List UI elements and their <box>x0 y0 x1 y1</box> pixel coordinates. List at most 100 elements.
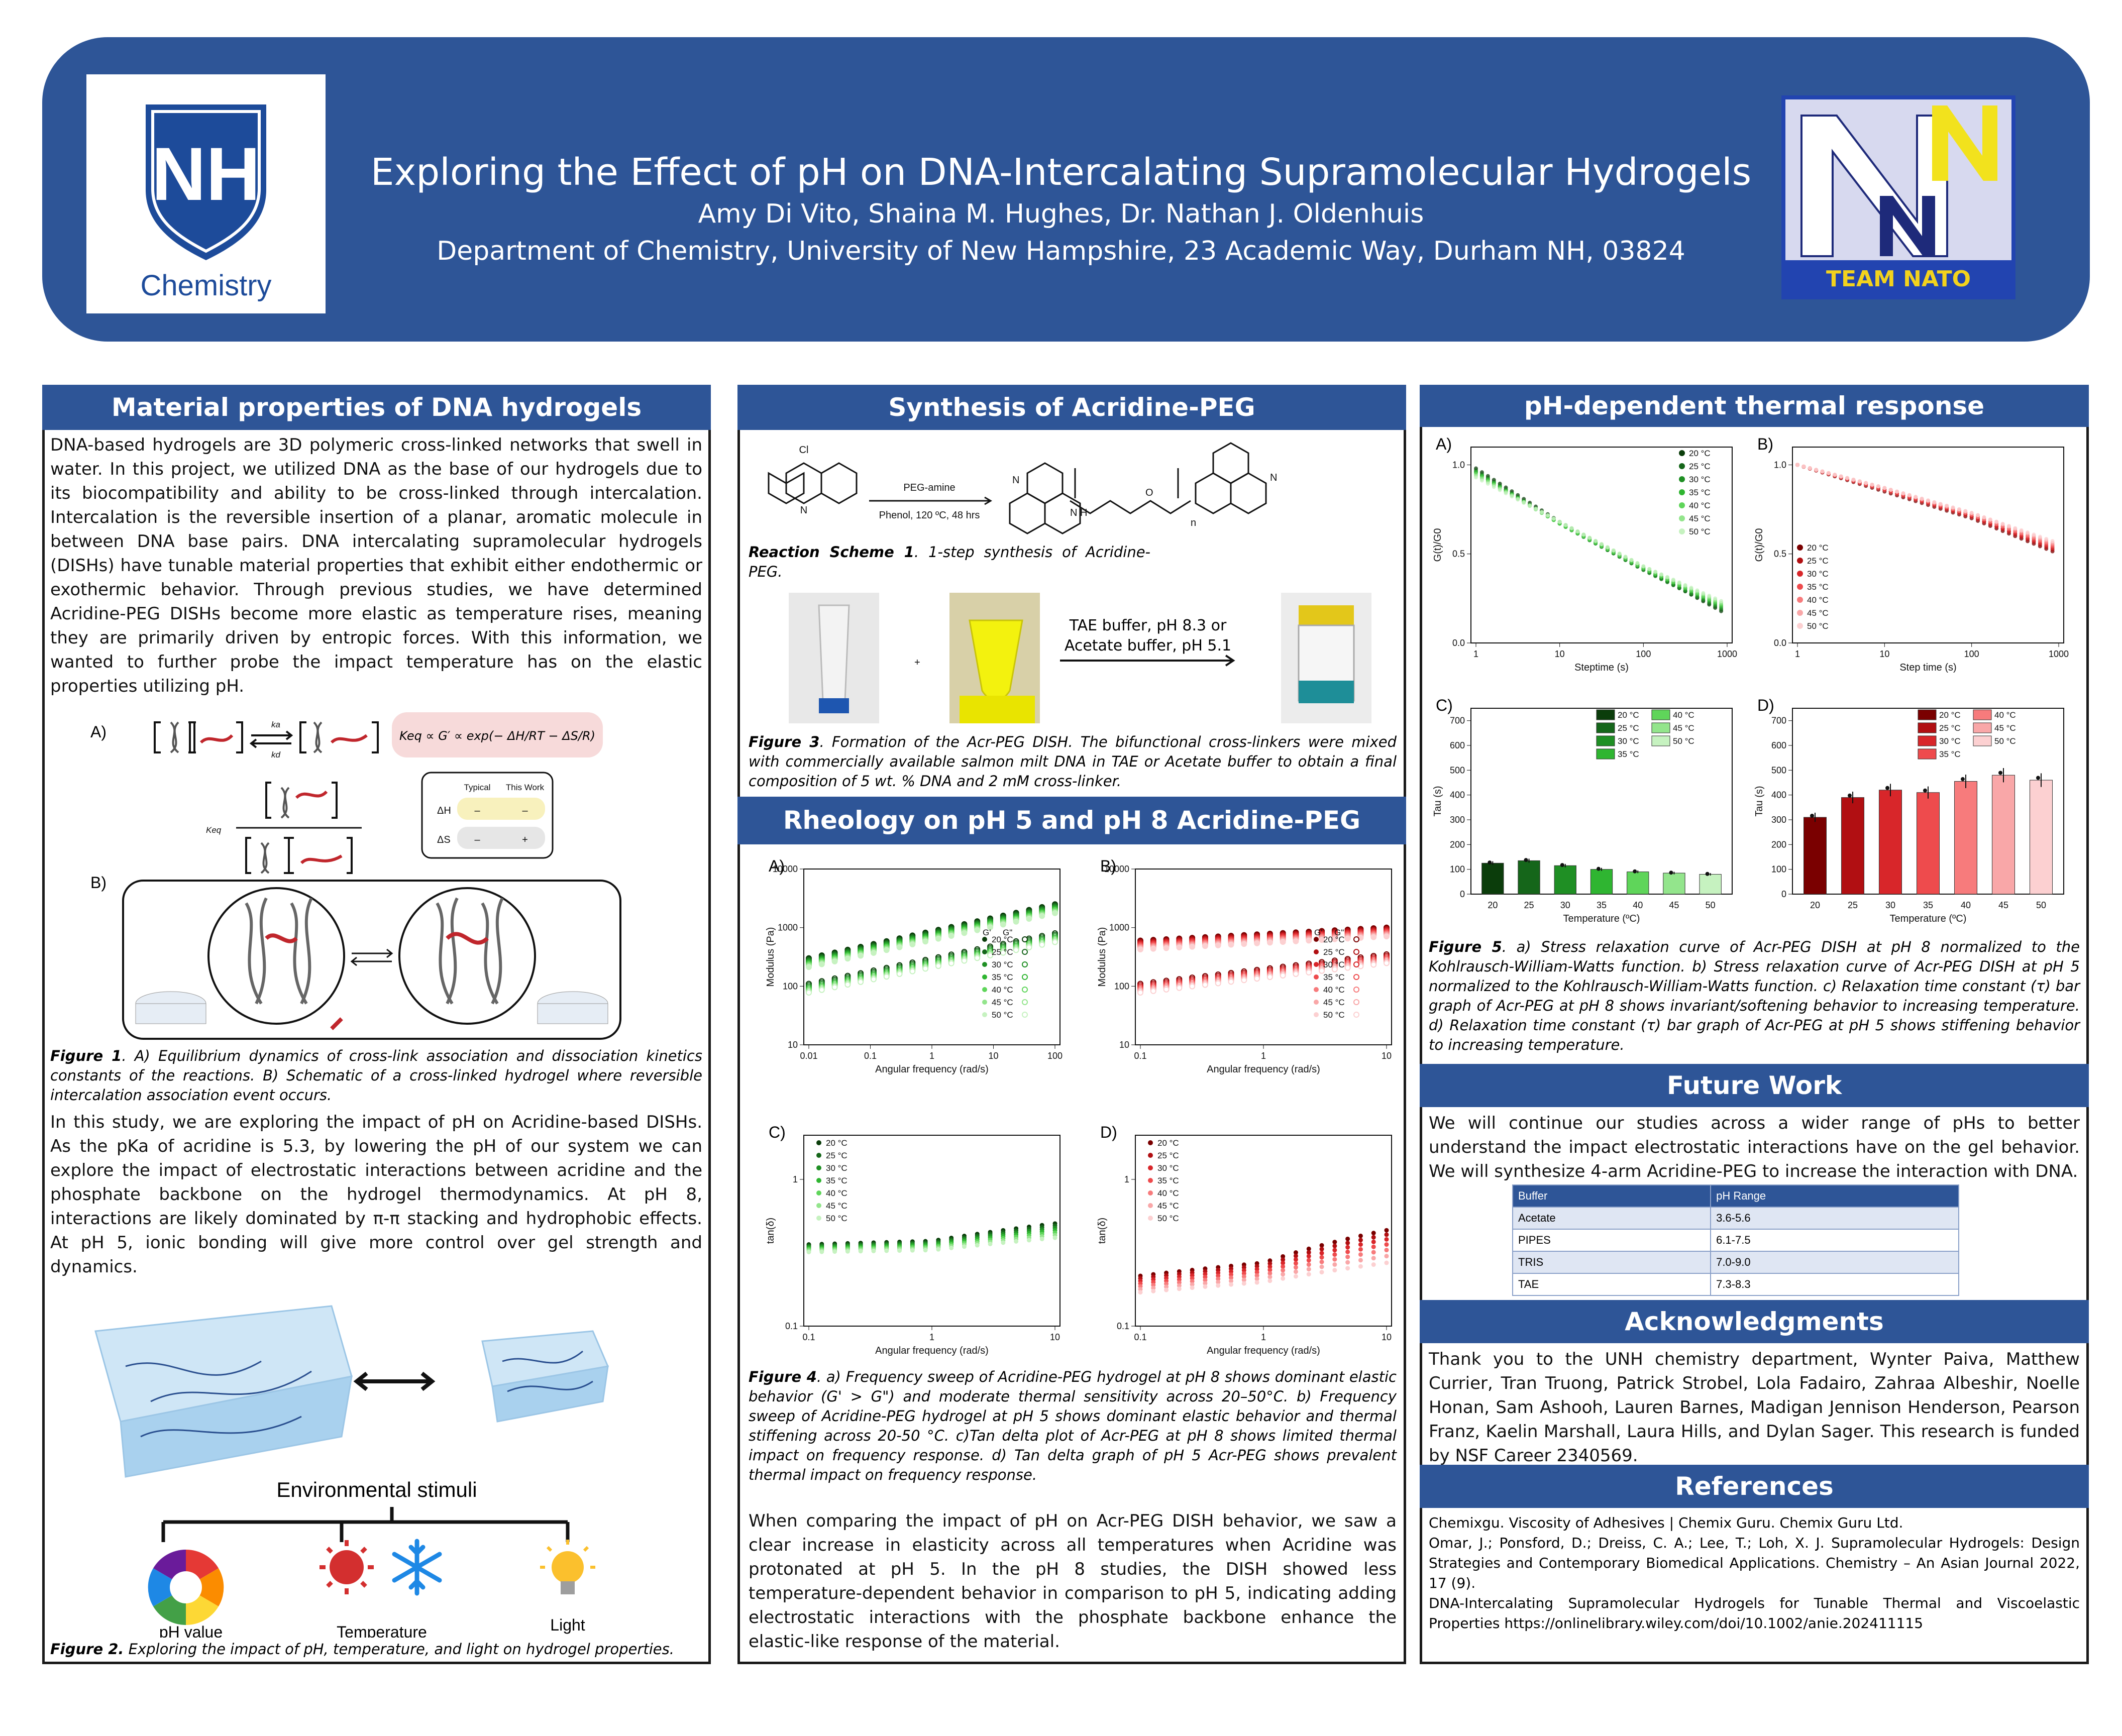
data-point <box>896 944 903 950</box>
sun-icon <box>320 1540 374 1594</box>
data-point <box>1629 558 1634 562</box>
data-point <box>1498 488 1502 492</box>
scheme-product <box>1009 442 1267 534</box>
data-point <box>1229 1275 1234 1280</box>
data-point <box>1267 1261 1272 1266</box>
fig2-bracket <box>161 1507 570 1542</box>
legend-label: 35 °C <box>1689 488 1711 497</box>
data-point <box>1600 542 1604 547</box>
data-point <box>1611 548 1616 553</box>
y-tick-label: 200 <box>1450 839 1465 849</box>
data-point <box>1241 1274 1246 1279</box>
data-point <box>1701 591 1706 595</box>
legend-label: 30 °C <box>1618 736 1639 746</box>
data-point <box>1569 526 1574 530</box>
legend-label: 20 °C <box>1689 449 1711 458</box>
panel-label: B) <box>1100 857 1116 875</box>
data-point <box>1384 1232 1389 1237</box>
x-axis-label: Steptime (s) <box>1574 662 1629 673</box>
data-point <box>831 958 838 964</box>
data-point <box>1319 1247 1324 1252</box>
y-axis-label: Modulus (Pa) <box>765 927 776 987</box>
buffer-col-header: Buffer <box>1512 1184 1712 1208</box>
x-tick-label: 30 <box>1560 900 1570 910</box>
y-axis-label: tan(δ) <box>1097 1218 1108 1244</box>
data-point <box>1895 489 1899 494</box>
legend-label: 35 °C <box>1939 749 1961 759</box>
legend-marker <box>1314 1012 1319 1017</box>
data-point <box>1876 484 1880 489</box>
data-point <box>1633 869 1637 874</box>
legend-label: 50 °C <box>992 1010 1013 1020</box>
x-tick-label: 10 <box>1050 1332 1060 1342</box>
scheme-n: N <box>800 505 807 516</box>
legend-label: 30 °C <box>1689 475 1711 484</box>
legend-label: 20 °C <box>1157 1138 1179 1148</box>
y-axis-label: Modulus (Pa) <box>1097 927 1108 987</box>
y-tick-label: 1 <box>1124 1174 1129 1184</box>
legend-marker <box>1679 515 1685 521</box>
bar <box>1590 869 1613 895</box>
legend-marker <box>982 1012 987 1017</box>
data-point <box>1189 983 1196 990</box>
x-axis-label: Angular frequency (rad/s) <box>1207 1064 1320 1075</box>
data-point <box>832 1249 837 1254</box>
legend-label: 45 °C <box>1673 723 1694 733</box>
fig3-arrow <box>1060 655 1235 667</box>
y-tick-label: 500 <box>1771 765 1786 775</box>
data-point <box>1474 475 1478 480</box>
legend-marker <box>1918 722 1937 733</box>
figure-1: A) ka kd Keq ∝ G′ ∝ exp(− ΔH/RT − ΔS/R) … <box>50 702 703 1044</box>
data-point <box>1581 532 1586 537</box>
legend-marker <box>1797 558 1803 564</box>
data-point <box>948 960 954 966</box>
data-point <box>922 938 929 945</box>
data-point <box>831 984 838 991</box>
fig2-temp-label: Temperature <box>337 1623 427 1638</box>
data-point <box>1988 517 1992 522</box>
data-point <box>1665 575 1669 579</box>
data-point <box>1150 988 1156 994</box>
x-tick-label: 1 <box>1795 649 1800 659</box>
data-point <box>1013 947 1019 953</box>
x-tick-label: 1 <box>1473 649 1478 659</box>
data-point <box>1923 788 1927 793</box>
data-point <box>1358 1252 1363 1257</box>
x-tick-label: 40 <box>1961 900 1971 910</box>
figure-3-photos: + TAE buffer, pH 8.3 or Acetate buffer, … <box>749 590 1397 728</box>
ph-range-cell: 7.0-9.0 <box>1710 1251 1959 1274</box>
data-point <box>1623 555 1628 559</box>
data-point <box>1216 1279 1221 1284</box>
panel-label: C) <box>769 1123 786 1141</box>
data-point <box>1319 1264 1324 1269</box>
data-point <box>1319 967 1325 974</box>
legend-marker <box>982 949 987 954</box>
legend-label: 45 °C <box>1323 998 1345 1007</box>
data-point <box>845 1249 850 1254</box>
x-tick-label: 100 <box>1047 1051 1063 1061</box>
legend-marker <box>1314 974 1319 980</box>
data-point <box>1150 945 1156 952</box>
legend-marker <box>1314 962 1319 967</box>
data-point <box>935 935 941 942</box>
y-tick-label: 100 <box>1450 864 1465 875</box>
data-point <box>1370 961 1377 968</box>
x-tick-label: 35 <box>1923 900 1933 910</box>
legend-label: 40 °C <box>1994 710 2016 720</box>
data-point <box>1826 471 1831 475</box>
legend-label: 30 °C <box>1323 960 1345 969</box>
data-point <box>1177 1283 1182 1288</box>
x-axis-label: Angular frequency (rad/s) <box>1207 1345 1320 1356</box>
data-point <box>1281 1264 1286 1269</box>
data-point <box>974 955 981 961</box>
reaction-scheme-caption: Reaction Scheme 1. 1-step synthesis of A… <box>749 542 1150 582</box>
data-point <box>2006 524 2011 528</box>
data-point <box>1669 871 1673 875</box>
legend-header: G' <box>983 928 991 937</box>
data-point <box>1371 1244 1376 1249</box>
data-point <box>1524 858 1528 862</box>
figure-4-caption: Figure 4. a) Frequency sweep of Acridine… <box>749 1367 1397 1485</box>
data-point <box>1241 1281 1246 1286</box>
data-point <box>1864 481 1868 485</box>
legend-label: 35 °C <box>1618 749 1639 759</box>
